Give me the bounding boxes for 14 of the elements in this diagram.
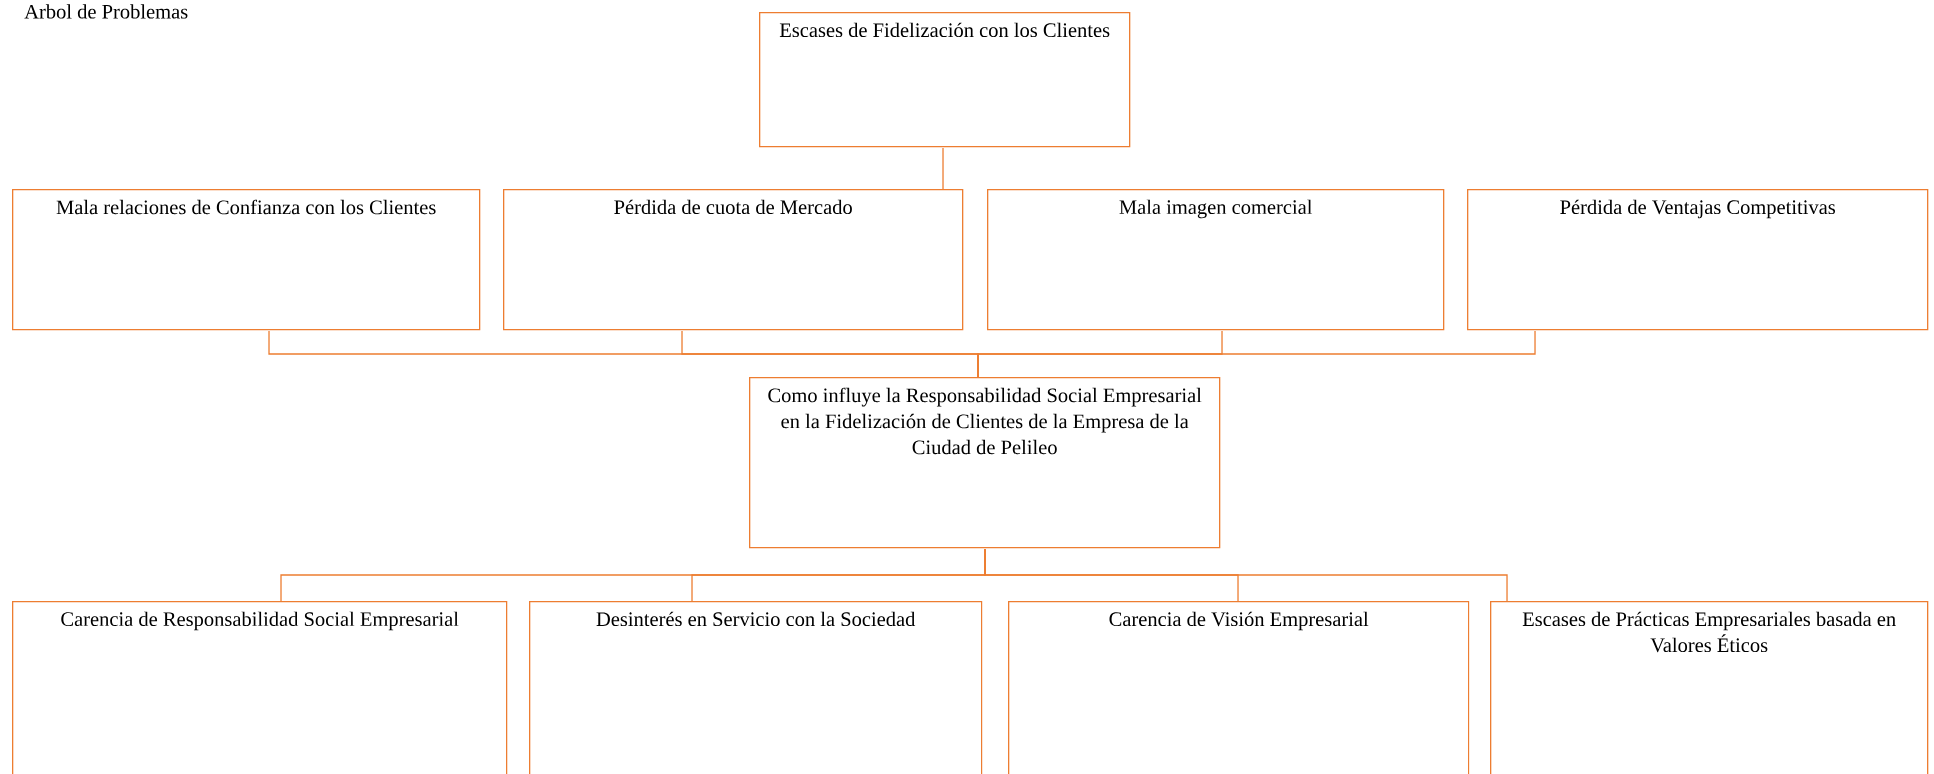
title-text: Arbol de Problemas [24,4,188,19]
connector-line [984,548,1508,602]
connector-line [977,330,1536,378]
problem-box: Pérdida de Ventajas Competitivas [1467,189,1929,331]
problem-box: Escases de Fidelización con los Clientes [759,12,1131,148]
connector-line [942,147,944,190]
problem-box: Carencia de Responsabilidad Social Empresarial [12,601,508,774]
problem-box: Pérdida de cuota de Mercado [503,189,964,331]
problem-box: Mala relaciones de Confianza con los Clientes [12,189,481,331]
problem-box: Carencia de Visión Empresarial [1008,601,1470,774]
problem-box: Como influye la Responsabilidad Social Empresarial en la Fidelización de Clientes de la Empresa de la Ciudad de Pelileo [749,377,1221,549]
problem-box: Escases de Prácticas Empresariales basada en Valores Éticos [1490,601,1929,774]
problem-box: Mala imagen comercial [987,189,1445,331]
problem-box: Desinterés en Servicio con la Sociedad [529,601,983,774]
